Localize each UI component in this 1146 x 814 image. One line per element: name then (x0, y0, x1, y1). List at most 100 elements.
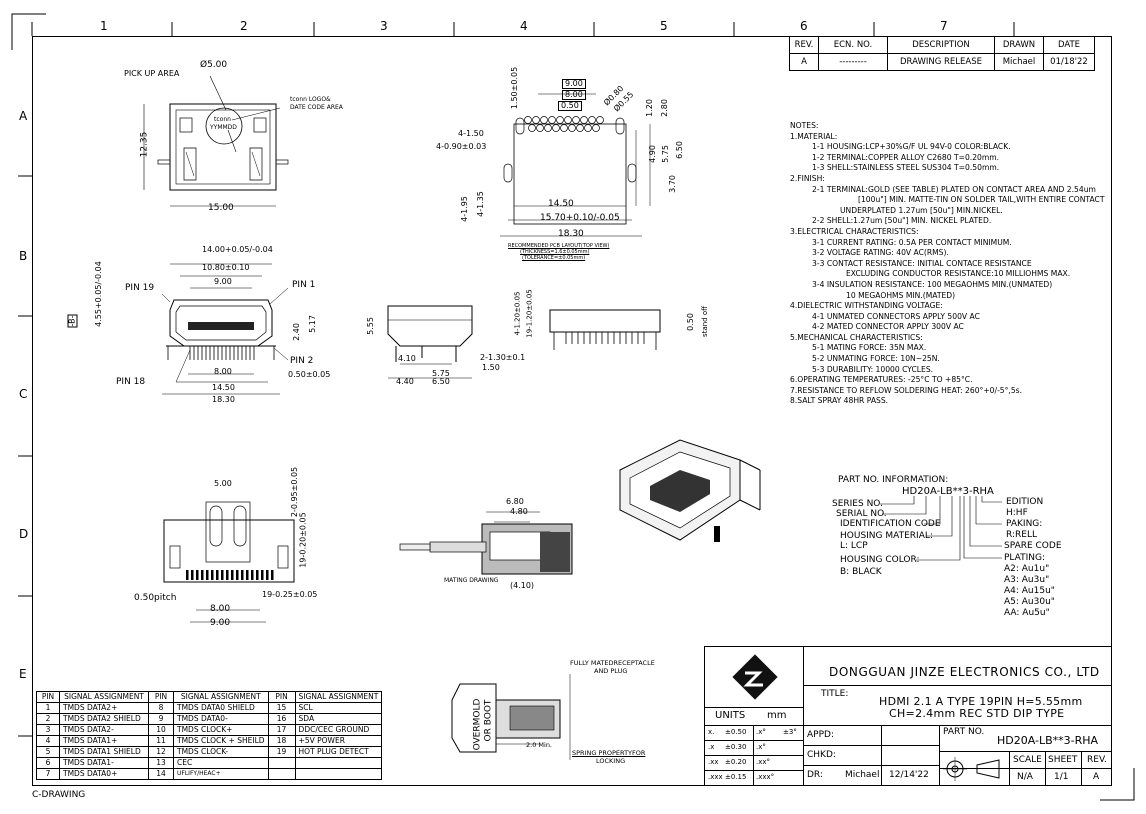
zone-row-e: E (19, 667, 27, 681)
back-dim-3: 0.50 (685, 313, 695, 331)
part-right-label-2: H:HF (1006, 508, 1028, 518)
sheet-label: SHEET (1048, 755, 1078, 765)
side-dim-6: 2-1.30±0.1 (480, 353, 526, 362)
table-row: 3 TMDS DATA2- 10 TMDS CLOCK+ 17 DDC/CEC … (36, 724, 383, 736)
tol-1-a: .x (708, 743, 715, 751)
company-logo-icon (732, 654, 778, 700)
units-label: UNITS (715, 710, 746, 721)
bottom-dim-2: 2-0.95±0.05 (290, 466, 300, 518)
note-line: 5-2 UNMATING FORCE: 10N~25N. (812, 354, 940, 364)
part-right-label-5: SPARE CODE (1004, 541, 1062, 551)
logo-text-2: YYMMDD (210, 124, 237, 131)
side-dim-7: 1.50 (482, 363, 500, 372)
tol-3-a: .xxx (708, 773, 723, 781)
pin-table-header: SIGNAL ASSIGNMENT (173, 691, 269, 703)
pcb-dim-7: 1.20 (644, 99, 654, 117)
signal-cell: TMDS CLOCK+ (173, 724, 269, 736)
pin-cell (267, 757, 296, 769)
zone-col-4: 4 (520, 19, 528, 33)
part-right-label-3: PAKING: (1006, 519, 1043, 529)
pin-cell: 5 (36, 746, 60, 758)
pin-1-label: PIN 1 (292, 280, 316, 290)
rev-row-drawn: Michael (994, 53, 1044, 71)
top-view-width: 15.00 (208, 203, 234, 213)
pin-cell: 7 (36, 768, 60, 780)
signal-cell: UFLIFY/HEAC+ (173, 768, 269, 780)
pin-cell: 16 (267, 713, 296, 725)
company-name: DONGGUAN JINZE ELECTRONICS CO., LTD (829, 665, 1100, 679)
signal-cell (294, 757, 383, 769)
pin-cell: 4 (36, 735, 60, 747)
signal-cell: CEC (173, 757, 269, 769)
pin-cell: 15 (267, 702, 296, 714)
tol-0-b: ±0.50 (725, 728, 747, 736)
signal-cell: TMDS DATA2+ (59, 702, 149, 714)
logo-box (705, 647, 804, 708)
top-view-height: 12.35 (139, 131, 150, 158)
note-line: UNDERPLATED 1.27um [50u"] MIN.NICKEL. (840, 205, 1003, 215)
tol-3-b: ±0.15 (725, 773, 747, 781)
units-value: mm (767, 710, 787, 721)
pin-cell: 12 (148, 746, 174, 758)
tol-1-c: .x° (756, 743, 766, 751)
pcb-dim-10: 4-0.90±0.03 (436, 142, 487, 151)
signal-cell: SCL (294, 702, 383, 714)
pin-cell: 11 (148, 735, 174, 747)
signal-cell: TMDS DATA2 SHIELD (59, 713, 149, 725)
signal-cell: +5V POWER (294, 735, 383, 747)
dr-name: Michael (845, 770, 880, 780)
table-row: 4 TMDS DATA1+ 11 TMDS CLOCK + SHEILD 18 … (36, 735, 383, 747)
bottom-dim-3: 19-0.20±0.05 (298, 512, 308, 568)
note-line: [100u"] MIN. MATTE-TIN ON SOLDER TAIL,WI… (858, 195, 1105, 205)
pin-table-header: SIGNAL ASSIGNMENT (294, 691, 383, 703)
notes-block: NOTES: 1.MATERIAL: 1-1 HOUSING:LCP+30%G/… (790, 121, 1104, 407)
note-line: 2-1 TERMINAL:GOLD (SEE TABLE) PLATED ON … (812, 184, 1096, 194)
chkd-label: CHKD: (807, 750, 836, 760)
pcb-dim-9: 4-1.50 (458, 129, 484, 138)
front-dim-8: 0.50±0.05 (288, 370, 331, 379)
pcb-dim-17: 14.50 (548, 199, 574, 209)
note-line: 10 MEGAOHMS MIN.(MATED) (846, 290, 956, 300)
dr-label: DR: (807, 770, 823, 780)
pin-cell: 10 (148, 724, 174, 736)
title-block: DONGGUAN JINZE ELECTRONICS CO., LTD TITL… (704, 646, 1111, 785)
rev-row-date: 01/18'22 (1043, 53, 1095, 71)
signal-cell: TMDS DATA1- (59, 757, 149, 769)
note-line: 3-4 INSULATION RESISTANCE: 100 MEGAOHMS … (812, 279, 1053, 289)
pin-table-header: SIGNAL ASSIGNMENT (59, 691, 149, 703)
zone-row-b: B (19, 249, 28, 263)
rev-row-ecn: --------- (818, 53, 888, 71)
overmold-label-1: OVERMOLD (472, 698, 483, 751)
part-right-label-8: A3: Au3u" (1004, 575, 1050, 585)
zone-col-5: 5 (660, 19, 668, 33)
pin-cell: 9 (148, 713, 174, 725)
note-line: 5.MECHANICAL CHARACTERISTICS: (790, 332, 923, 342)
signal-cell: TMDS DATA1 SHIELD (59, 746, 149, 758)
scale-label: SCALE (1013, 755, 1042, 765)
pin-table-header: PIN (267, 691, 296, 703)
part-left-label-3: IDENTIFICATION CODE (840, 519, 941, 529)
table-row: 2 TMDS DATA2 SHIELD 9 TMDS DATA0- 16 SDA (36, 713, 383, 725)
front-dim-2: 10.80±0.10 (202, 263, 250, 272)
note-line: 1-2 TERMINAL:COPPER ALLOY C2680 T=0.20mm… (812, 152, 1000, 162)
signal-cell: TMDS CLOCK- (173, 746, 269, 758)
rev-header-ecn: ECN. NO. (818, 36, 888, 54)
pcb-dim-19: 18.30 (558, 229, 584, 239)
rev-header-date: DATE (1043, 36, 1095, 54)
pcb-dim-2: 9.00 (562, 79, 586, 89)
note-line: 3-1 CURRENT RATING: 0.5A PER CONTACT MIN… (812, 237, 1012, 247)
title-label: TITLE: (821, 689, 849, 699)
zone-col-1: 1 (100, 19, 108, 33)
part-left-label-7: B: BLACK (840, 567, 882, 577)
signal-cell: TMDS DATA0 SHIELD (173, 702, 269, 714)
tol-0-a: x. (708, 728, 715, 736)
overmold-drawing (451, 674, 571, 760)
note-line: 4-2 MATED CONNECTOR APPLY 300V AC (812, 322, 964, 332)
pcb-dim-3: 8.00 (562, 90, 586, 100)
pcb-dim-18: 15.70+0.10/-0.05 (540, 213, 620, 223)
overmold-label-2: OR BOOT (483, 699, 494, 742)
pin-cell: 8 (148, 702, 174, 714)
signal-cell: TMDS DATA1+ (59, 735, 149, 747)
signal-cell: TMDS DATA0- (173, 713, 269, 725)
bottom-dim-6: 8.00 (210, 604, 231, 614)
